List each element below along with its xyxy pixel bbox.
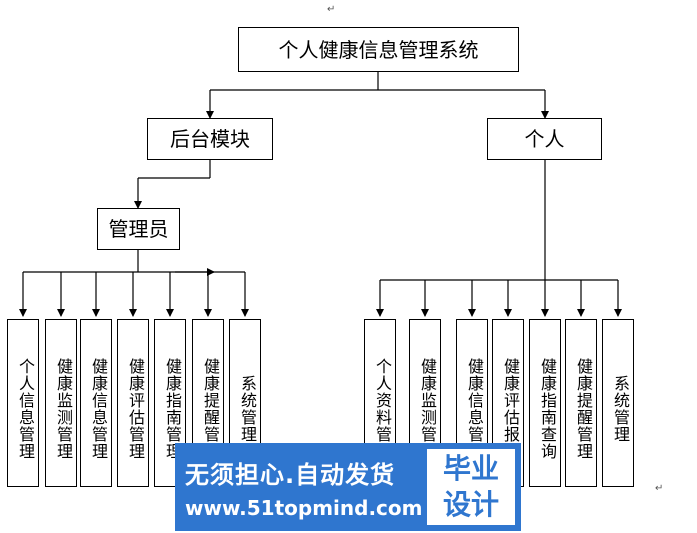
watermark-url: www.51topmind.com bbox=[185, 495, 423, 520]
personal-item-guide-query: 健康指南查询 bbox=[529, 319, 561, 487]
admin-module-node: 后台模块 bbox=[147, 118, 273, 160]
watermark-badge-top: 毕业 bbox=[442, 452, 499, 485]
paragraph-mark-top: ↵ bbox=[327, 4, 336, 15]
watermark-badge-bottom: 设计 bbox=[442, 488, 499, 521]
watermark-title: 无须担心.自动发货 bbox=[185, 460, 396, 489]
watermark-badge: 毕业 设计 bbox=[427, 449, 515, 525]
admin-item-health-info: 健康信息管理 bbox=[80, 319, 112, 487]
root-node: 个人健康信息管理系统 bbox=[238, 27, 519, 72]
paragraph-mark-right: ↵ bbox=[655, 483, 664, 494]
admin-item-health-monitoring: 健康监测管理 bbox=[45, 319, 77, 487]
watermark-text-block: 无须担心.自动发货 www.51topmind.com bbox=[175, 443, 427, 531]
personal-item-system: 系统管理 bbox=[602, 319, 634, 487]
personal-item-reminder: 健康提醒管理 bbox=[565, 319, 597, 487]
personal-module-node: 个人 bbox=[487, 118, 602, 160]
admin-role-node: 管理员 bbox=[97, 208, 180, 250]
watermark-banner: 无须担心.自动发货 www.51topmind.com 毕业 设计 bbox=[175, 443, 521, 531]
admin-item-personal-info: 个人信息管理 bbox=[7, 319, 39, 487]
admin-item-health-assessment: 健康评估管理 bbox=[117, 319, 149, 487]
